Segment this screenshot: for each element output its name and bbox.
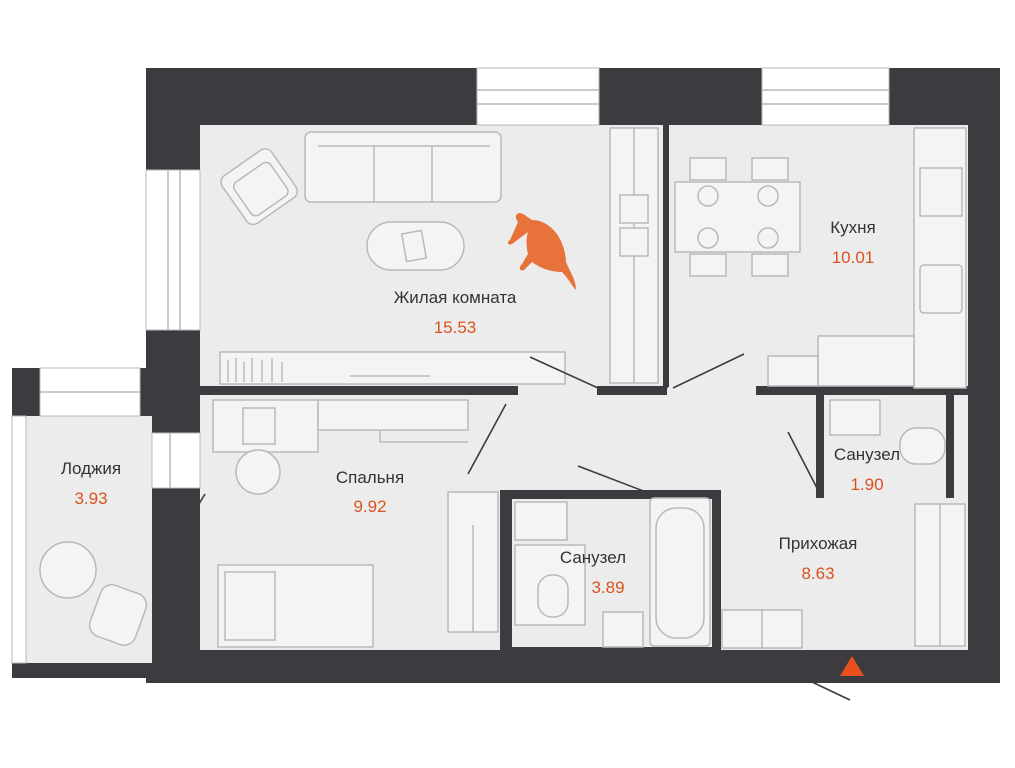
room-hallway-area: 8.63 [801,564,834,583]
entrance-triangle-icon [840,656,864,676]
room-loggia: Лоджия 3.93 [61,459,121,508]
room-bedroom-area: 9.92 [353,497,386,516]
room-living-name: Жилая комната [394,288,517,307]
bathroom-small-furniture [829,399,946,465]
windows [11,67,890,664]
room-bathroom-large: Санузел 3.89 [560,548,626,597]
cat-icon [507,213,576,290]
hallway-furniture [721,503,966,649]
loggia-furniture [39,541,148,646]
room-living: Жилая комната 15.53 [394,288,517,337]
living-wardrobe [609,127,659,384]
room-bedroom-name: Спальня [336,468,404,487]
room-kitchen-name: Кухня [830,218,876,237]
bedroom-furniture [212,399,499,648]
room-bathroom-small-name: Санузел [834,445,900,464]
room-hallway: Прихожая 8.63 [779,534,858,583]
room-kitchen: Кухня 10.01 [830,218,876,267]
kitchen-furniture [674,127,967,389]
room-bathroom-small-area: 1.90 [850,475,883,494]
room-bathroom-large-name: Санузел [560,548,626,567]
room-loggia-name: Лоджия [61,459,121,478]
doors [167,353,851,701]
room-bathroom-large-area: 3.89 [591,578,624,597]
interior-walls [152,125,968,680]
room-bedroom: Спальня 9.92 [336,468,404,516]
room-kitchen-area: 10.01 [832,248,875,267]
room-bathroom-small: Санузел 1.90 [834,445,900,494]
room-loggia-area: 3.93 [74,489,107,508]
bathroom-large-furniture [514,497,711,648]
room-hallway-name: Прихожая [779,534,858,553]
room-living-area: 15.53 [434,318,477,337]
living-furniture [219,131,566,385]
